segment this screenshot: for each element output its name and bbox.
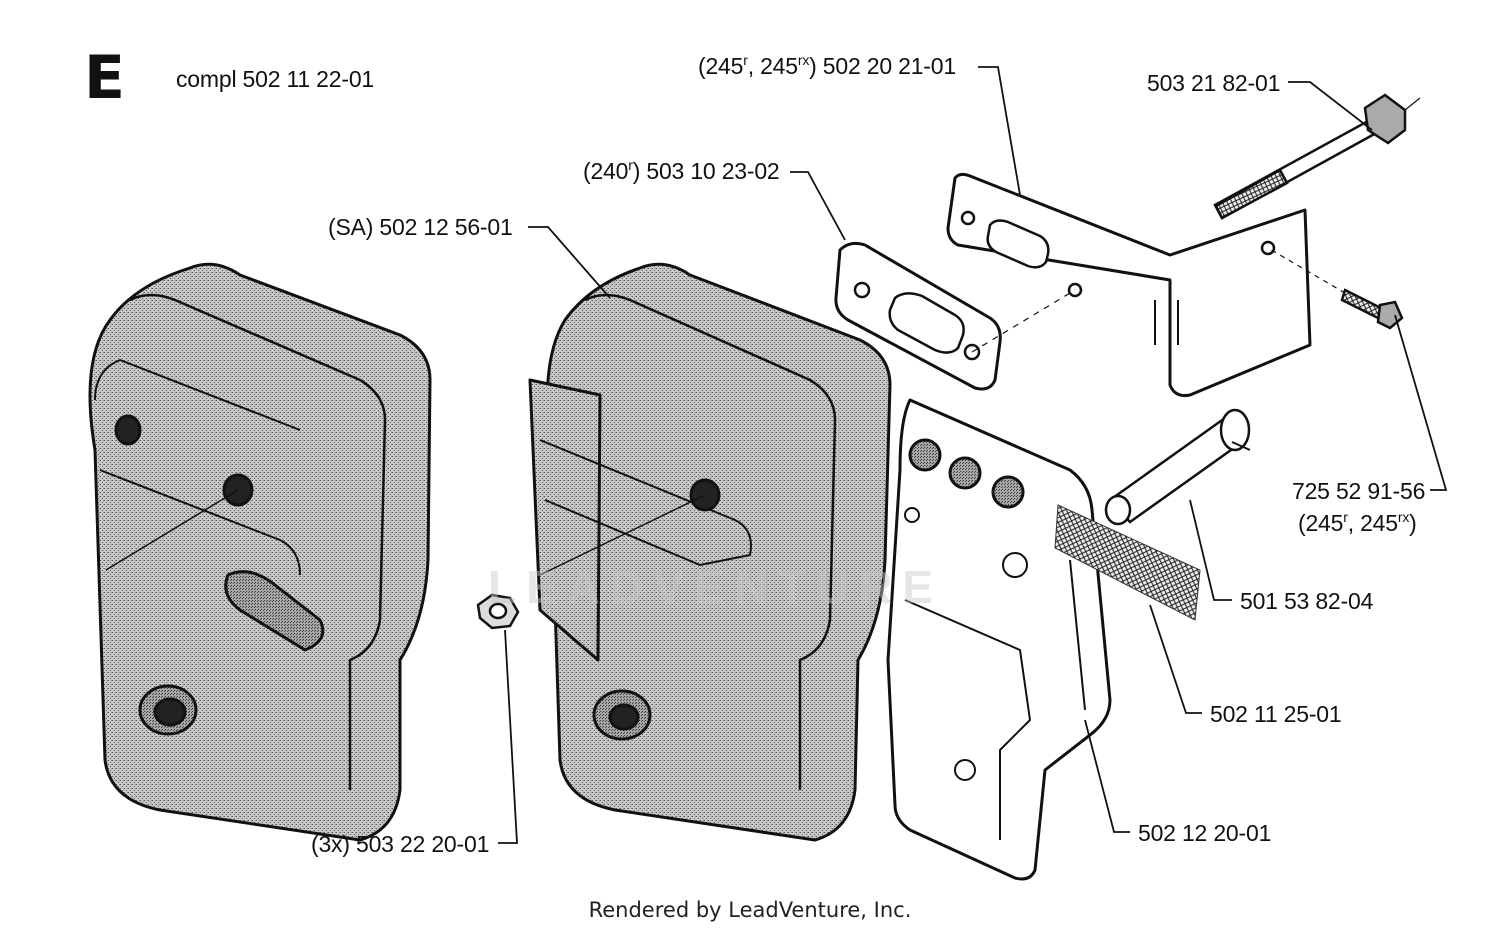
part-label-nut: (3x) 503 22 20-01 [311,831,490,857]
gasket-drawing [834,241,1083,391]
leader-lines [498,66,1448,844]
part-label-bolt: 503 21 82-01 [1147,70,1281,96]
screw-drawing [1340,288,1404,330]
part-label-gasket-sup1: r [628,157,633,173]
watermark: LEADVENTURE [488,561,944,613]
part-label-screw-prefix: (245 [1298,510,1344,536]
part-label-screw-mid: , 245 [1347,510,1398,536]
part-label-screen: 502 11 25-01 [1210,701,1342,727]
part-label-gasket-prefix: (240 [583,158,629,184]
part-label-bracket: (245r, 245rx) 502 20 21-01 [698,53,956,79]
part-label-spacer: 501 53 82-04 [1240,588,1374,614]
spacer-drawing [1104,408,1251,526]
bracket-drawing [946,172,1312,397]
part-label-bracket-sup1: r [743,52,748,68]
complete-muffler-drawing [88,262,432,842]
section-letter: E [84,43,125,113]
part-label-screw-models: (245r, 245rx) [1298,510,1417,536]
part-label-screw-sup1: r [1343,509,1348,525]
part-label-bracket-prefix: (245 [698,53,744,79]
part-label-muffler: (SA) 502 12 56-01 [328,214,513,240]
part-label-gasket-suffix: ) 503 10 23-02 [632,158,780,184]
footer-credit: Rendered by LeadVenture, Inc. [588,898,912,922]
nut-drawing [476,593,520,630]
part-label-cooling-plate: 502 12 20-01 [1138,820,1272,846]
screen-drawing [1054,504,1201,621]
part-label-screw-suffix: ) [1409,510,1417,536]
bolt-drawing [1213,93,1407,220]
cooling-plate-drawing [886,398,1112,881]
part-label-bracket-mid: , 245 [747,53,798,79]
part-label-screw: 725 52 91-56 [1292,478,1426,504]
assembly-label: compl 502 11 22-01 [176,66,374,92]
part-label-bracket-sup2: rx [797,52,810,68]
part-label-gasket: (240r) 503 10 23-02 [583,158,780,184]
part-label-screw-sup2: rx [1397,509,1410,525]
part-label-bracket-suffix: ) 502 20 21-01 [809,53,956,79]
muffler-drawing [528,262,892,842]
